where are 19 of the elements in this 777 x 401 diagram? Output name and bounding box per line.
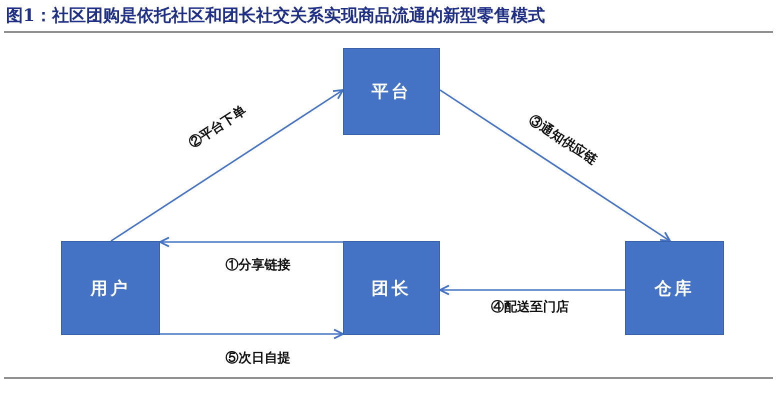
- node-label: 仓库: [654, 278, 694, 300]
- edge-label: ④配送至门店: [489, 298, 571, 316]
- arrow: [110, 89, 344, 242]
- arrow: [440, 89, 671, 242]
- arrow: [160, 328, 344, 340]
- process-box: [343, 241, 440, 335]
- process-box: [625, 241, 724, 335]
- node-label: 用户: [90, 278, 130, 300]
- node-label: 团长: [372, 278, 412, 300]
- process-box: [61, 241, 160, 335]
- node-label: 平台: [372, 81, 412, 103]
- arrow: [439, 284, 625, 296]
- arrow: [159, 236, 343, 248]
- process-box: [343, 48, 440, 135]
- edge-label: ⑤次日自提: [224, 349, 292, 367]
- edge-label: ①分享链接: [224, 256, 292, 274]
- edge-label: ③通知供应链: [524, 112, 601, 170]
- edge-label: ②平台下单: [184, 102, 250, 154]
- figure-title: 图1：社区团购是依托社区和团长社交关系实现商品流通的新型零售模式: [6, 5, 545, 27]
